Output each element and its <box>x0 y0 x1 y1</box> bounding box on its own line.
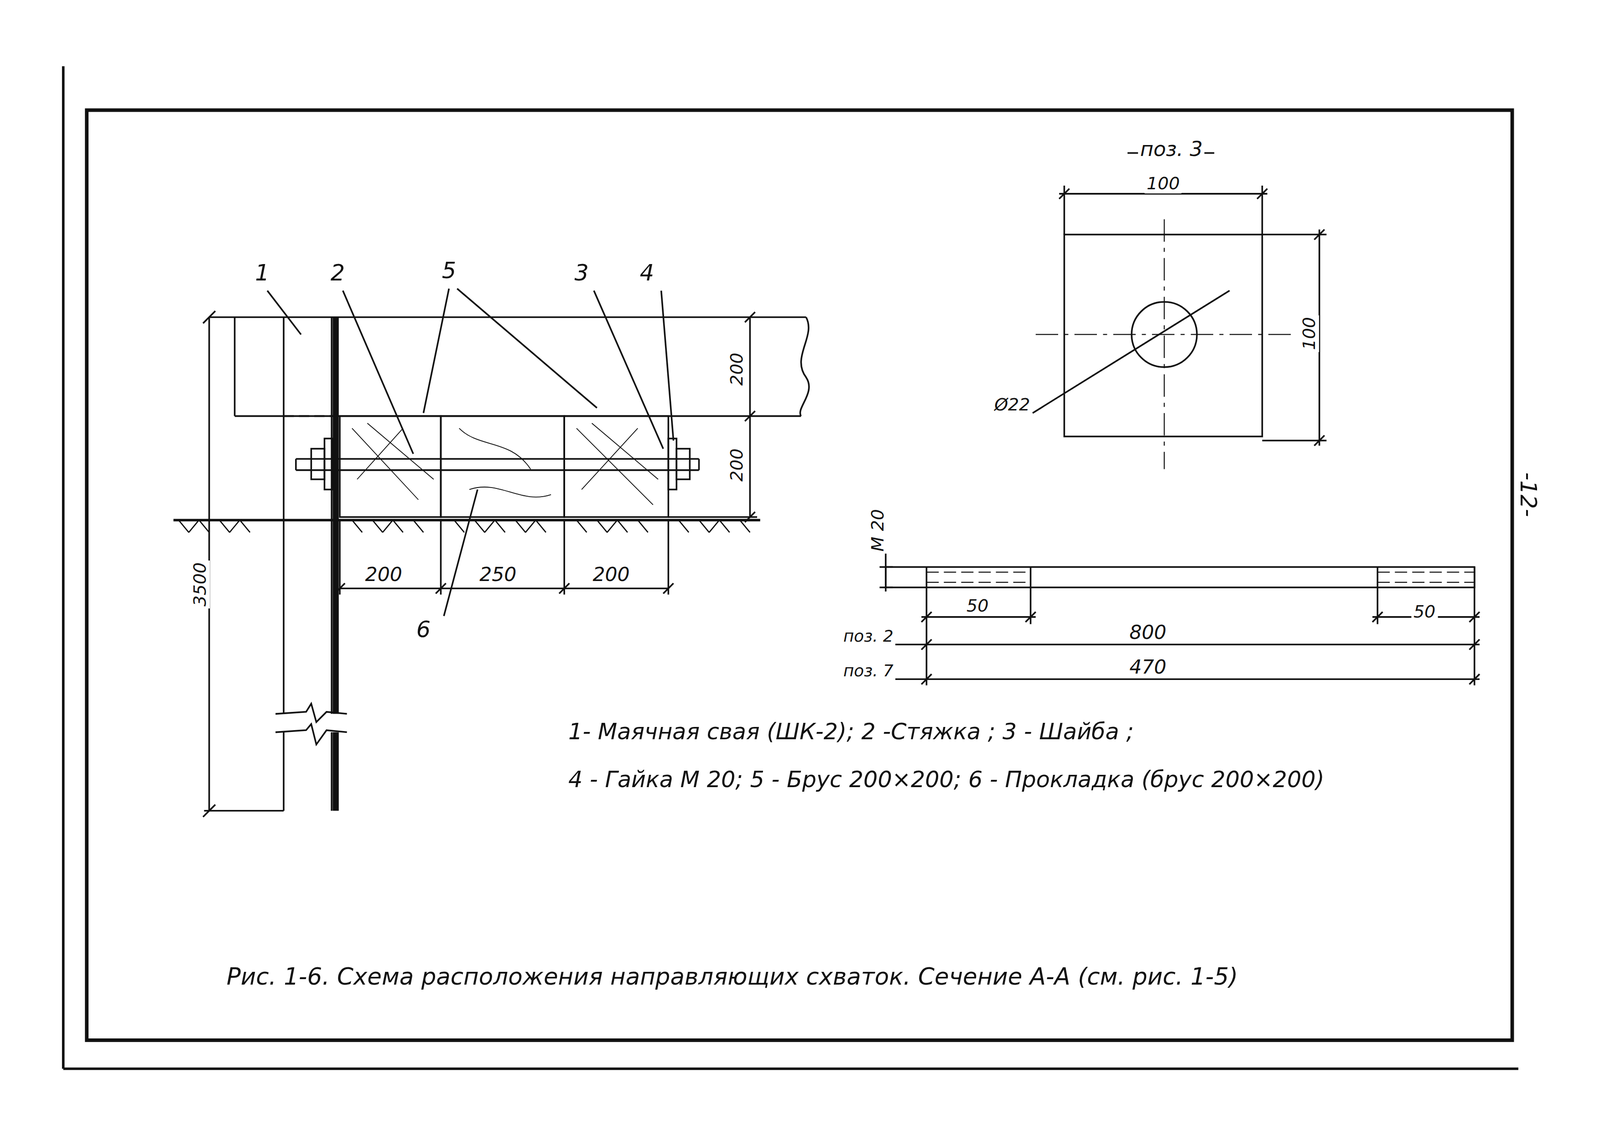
drawing-label: 800 <box>1127 621 1169 644</box>
drawing-label: 6 <box>414 618 433 643</box>
drawing-label: 1- Маячная свая (ШК-2); 2 -Стяжка ; 3 - … <box>566 720 1137 745</box>
drawing-label: 100 <box>1144 174 1183 194</box>
drawing-label: 200 <box>727 350 747 389</box>
drawing-label: 5 <box>439 259 458 284</box>
drawing-label: М 20 <box>867 507 888 554</box>
drawing-label: 2 <box>328 260 347 286</box>
drawing-label: 200 <box>590 563 632 586</box>
drawing-label: 200 <box>363 563 405 586</box>
drawing-label: Ø22 <box>992 395 1033 415</box>
drawing-label: 1 <box>253 260 272 286</box>
drawing-label: поз. 2 <box>841 627 896 646</box>
drawing-label: 470 <box>1127 656 1169 678</box>
drawing-label: 4 <box>637 260 656 286</box>
drawing-label: 3 <box>572 260 591 286</box>
drawing-label: 3500 <box>190 560 210 609</box>
drawing-label: 50 <box>964 596 991 616</box>
drawing-label: 100 <box>1299 314 1319 353</box>
figure-caption: Рис. 1-6. Схема расположения направляющи… <box>224 964 1241 991</box>
drawing-label: 250 <box>477 563 519 586</box>
drawing-label: -12- <box>1515 470 1540 520</box>
drawing-label: поз. 3 <box>1137 137 1205 161</box>
drawing-label: 200 <box>727 446 747 484</box>
drawing-label: поз. 7 <box>841 662 896 681</box>
drawing-label: 4 - Гайка М 20; 5 - Брус 200×200; 6 - Пр… <box>566 768 1327 793</box>
drawing-label: 50 <box>1411 602 1438 622</box>
